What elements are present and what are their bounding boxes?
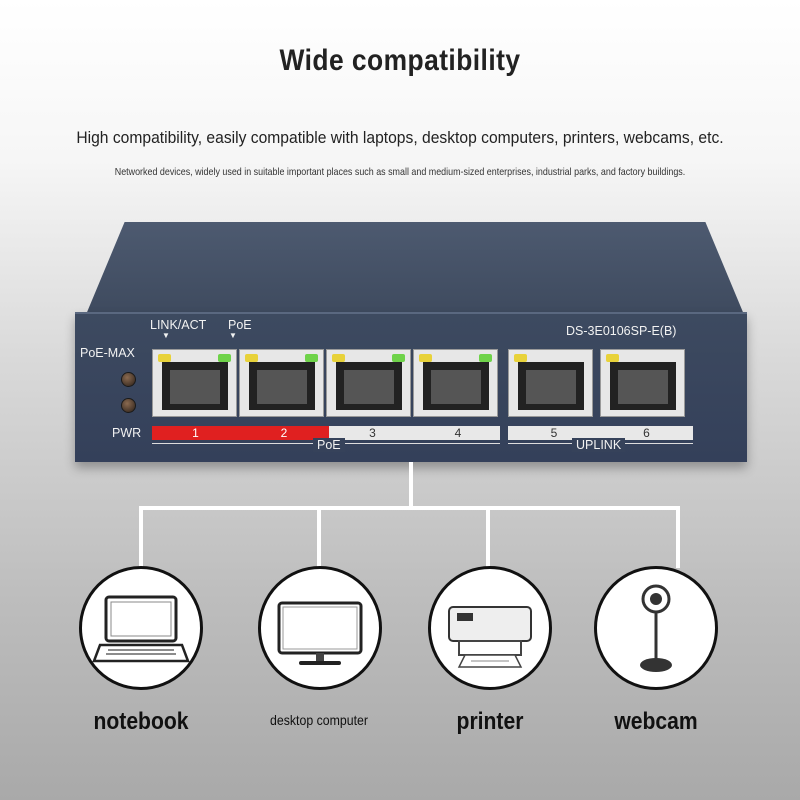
port-number-1: 1 <box>152 426 239 440</box>
laptop-icon <box>92 595 190 663</box>
switch-top-panel <box>85 222 745 317</box>
branch-wire <box>139 506 680 510</box>
desktop-wire <box>317 506 321 568</box>
printer-wire <box>486 506 490 568</box>
link-act-arrow-icon: ▼ <box>162 331 170 340</box>
pwr-label: PWR <box>112 426 142 440</box>
monitor-icon <box>277 601 363 665</box>
model-label: DS-3E0106SP-E(B) <box>566 324 677 338</box>
poe-max-label: PoE-MAX <box>80 346 135 360</box>
link-act-label: LINK/ACT <box>150 318 207 332</box>
webcam-icon <box>640 584 672 672</box>
ethernet-port-2 <box>239 349 324 417</box>
pwr-led-icon <box>121 398 136 413</box>
printer-circle <box>428 566 552 690</box>
printer-icon <box>448 606 532 668</box>
ethernet-port-5 <box>508 349 593 417</box>
port-number-6: 6 <box>600 426 693 440</box>
description: Networked devices, widely used in suitab… <box>114 166 686 178</box>
subtitle: High compatibility, easily compatible wi… <box>76 128 724 147</box>
notebook-circle <box>79 566 203 690</box>
ethernet-port-4 <box>413 349 498 417</box>
notebook-label: notebook <box>93 708 189 735</box>
poe-indicator-label: PoE <box>228 318 252 332</box>
notebook-wire <box>139 506 143 568</box>
ethernet-port-3 <box>326 349 411 417</box>
page-title: Wide compatibility <box>279 44 521 77</box>
webcam-wire <box>676 506 680 568</box>
port-number-2: 2 <box>239 426 329 440</box>
webcam-label: webcam <box>614 708 698 735</box>
port-number-4: 4 <box>416 426 500 440</box>
poe-max-led-icon <box>121 372 136 387</box>
port-number-3: 3 <box>329 426 416 440</box>
port-number-5: 5 <box>508 426 600 440</box>
ethernet-port-1 <box>152 349 237 417</box>
uplink-group-label: UPLINK <box>572 438 626 452</box>
poe-group-label: PoE <box>313 438 345 452</box>
trunk-wire <box>409 462 413 508</box>
ethernet-port-6 <box>600 349 685 417</box>
poe-arrow-icon: ▼ <box>229 331 237 340</box>
desktop-label: desktop computer <box>270 712 368 728</box>
webcam-circle <box>594 566 718 690</box>
desktop-circle <box>258 566 382 690</box>
printer-label: printer <box>456 708 524 735</box>
